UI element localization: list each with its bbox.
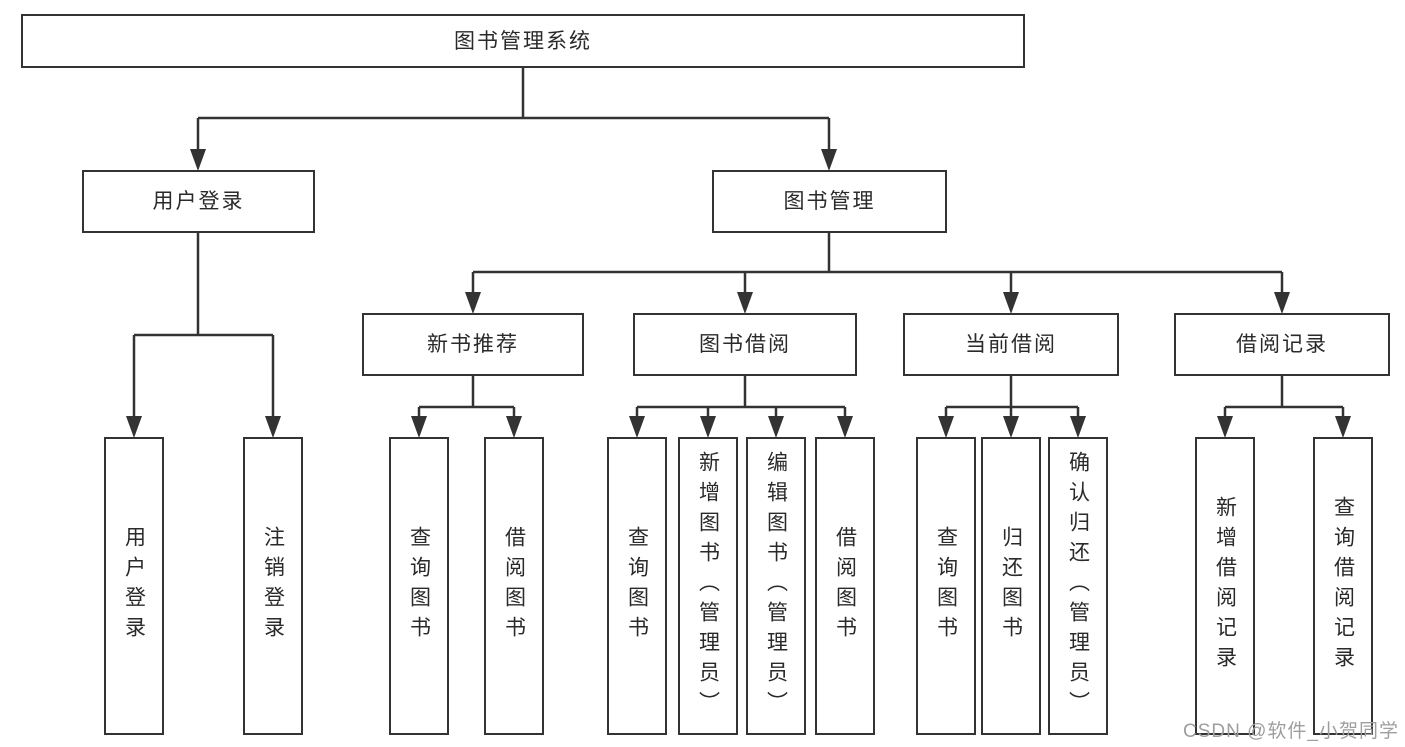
node-label: 借阅记录 <box>1236 333 1328 356</box>
node-label: 图书管理 <box>783 190 876 213</box>
leaf-bb-edit-books-admin: 编辑图书（管理员） <box>746 437 806 735</box>
node-label: 用户登录 <box>122 526 146 646</box>
leaf-bb-query-books: 查询图书 <box>607 437 667 735</box>
leaf-nbr-borrow-books: 借阅图书 <box>484 437 544 735</box>
node-library-system: 图书管理系统 <box>21 14 1025 68</box>
leaf-bb-borrow-books: 借阅图书 <box>815 437 875 735</box>
node-label: 用户登录 <box>152 190 245 213</box>
node-label: 新增图书（管理员） <box>696 451 720 721</box>
node-label: 编辑图书（管理员） <box>764 451 788 721</box>
leaf-cb-query-books: 查询图书 <box>916 437 976 735</box>
node-borrow-records: 借阅记录 <box>1174 313 1390 376</box>
node-label: 查询图书 <box>625 526 649 646</box>
csdn-watermark: CSDN @软件_小贺同学 <box>1183 721 1399 742</box>
node-current-borrow: 当前借阅 <box>903 313 1119 376</box>
node-label: 查询图书 <box>407 526 431 646</box>
node-label: 当前借阅 <box>965 333 1057 356</box>
node-label: 新书推荐 <box>427 333 519 356</box>
node-label: 借阅图书 <box>502 526 526 646</box>
node-label: 借阅图书 <box>833 526 857 646</box>
leaf-nbr-query-books: 查询图书 <box>389 437 449 735</box>
leaf-cb-return-books: 归还图书 <box>981 437 1041 735</box>
node-label: 确认归还（管理员） <box>1066 451 1090 721</box>
node-label: 图书借阅 <box>699 333 791 356</box>
node-new-book-recommend: 新书推荐 <box>362 313 584 376</box>
leaf-bb-add-books-admin: 新增图书（管理员） <box>678 437 738 735</box>
node-label: 注销登录 <box>261 526 285 646</box>
leaf-logout: 注销登录 <box>243 437 303 735</box>
node-book-borrow: 图书借阅 <box>633 313 857 376</box>
leaf-br-add-record: 新增借阅记录 <box>1195 437 1255 735</box>
node-label: 查询借阅记录 <box>1331 496 1355 676</box>
node-user-login: 用户登录 <box>82 170 315 233</box>
node-label: 查询图书 <box>934 526 958 646</box>
node-label: 新增借阅记录 <box>1213 496 1237 676</box>
node-label: 图书管理系统 <box>454 29 592 53</box>
leaf-cb-confirm-return-admin: 确认归还（管理员） <box>1048 437 1108 735</box>
node-label: 归还图书 <box>999 526 1023 646</box>
leaf-br-query-record: 查询借阅记录 <box>1313 437 1373 735</box>
leaf-user-login: 用户登录 <box>104 437 164 735</box>
node-book-management: 图书管理 <box>712 170 947 233</box>
